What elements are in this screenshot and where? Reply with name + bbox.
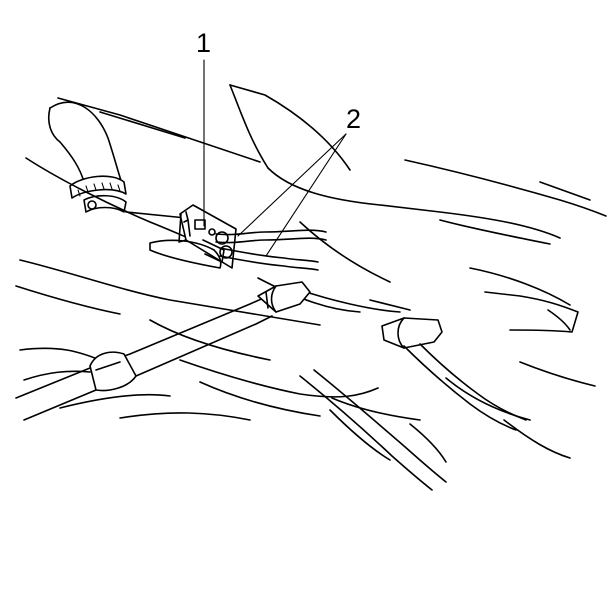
lower-left-hose	[15, 281, 311, 421]
vacuum-lines	[215, 229, 327, 271]
lower-right-hose	[381, 317, 527, 431]
mounting-bracket	[149, 204, 237, 269]
body-panel	[25, 84, 607, 313]
callout-leaders	[203, 59, 347, 257]
callout-2-leader-b	[265, 133, 347, 257]
callout-2-label: 2	[346, 104, 361, 134]
hose-clamp	[69, 175, 127, 213]
underbody	[15, 219, 596, 463]
callout-2-leader-a	[237, 133, 347, 237]
callout-1-label: 1	[196, 28, 211, 58]
bottom-tube	[299, 369, 447, 491]
